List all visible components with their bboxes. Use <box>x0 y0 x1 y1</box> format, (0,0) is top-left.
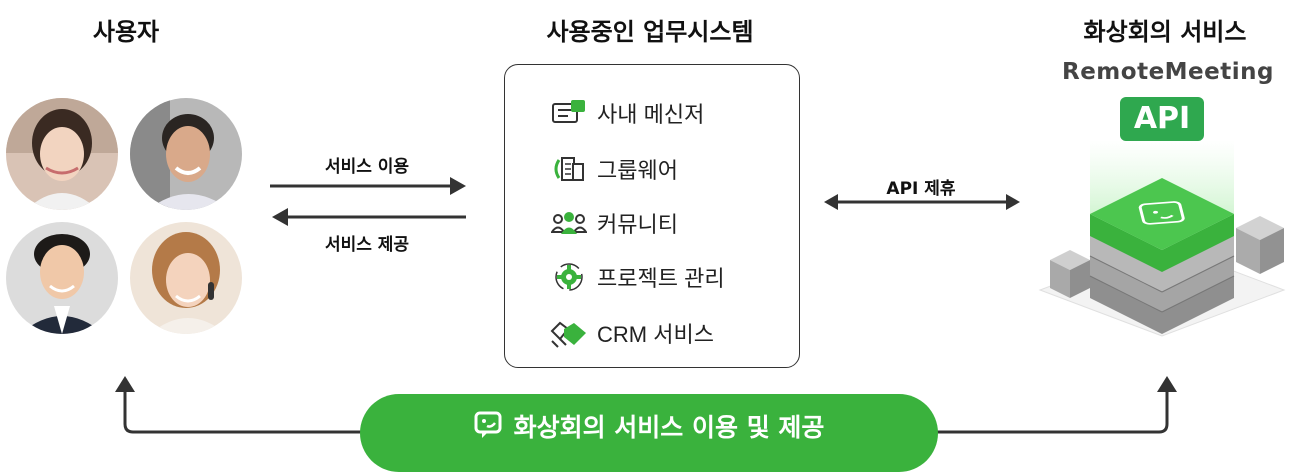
api-badge: API <box>1120 97 1204 141</box>
system-item-community: 커뮤니티 <box>549 203 678 243</box>
server-stack-illustration <box>1038 140 1286 337</box>
user-avatar-3 <box>6 222 118 334</box>
remotemeeting-logo: RemoteMeeting <box>1062 59 1274 85</box>
user-avatar-4 <box>130 222 242 334</box>
service-use-label: 서비스 이용 <box>324 157 410 177</box>
system-label: 사내 메신저 <box>597 102 705 127</box>
service-provide-label: 서비스 제공 <box>324 235 410 255</box>
system-item-project: 프로젝트 관리 <box>549 257 725 297</box>
handshake-icon <box>549 316 589 350</box>
system-label: CRM 서비스 <box>597 322 714 347</box>
business-systems-box: 사내 메신저 그룹웨어 커뮤니티 프로젝트 관리 CRM <box>504 64 800 368</box>
user-avatar-2 <box>130 98 242 210</box>
system-label: 프로젝트 관리 <box>597 266 725 291</box>
system-label: 커뮤니티 <box>597 212 678 237</box>
project-gear-icon <box>549 260 589 294</box>
api-partnership-label: API 제휴 <box>886 179 956 199</box>
api-partnership-arrow <box>824 194 1020 210</box>
community-icon <box>549 206 589 240</box>
systems-heading: 사용중인 업무시스템 <box>546 18 754 46</box>
service-heading: 화상회의 서비스 <box>1083 18 1247 46</box>
system-label: 그룹웨어 <box>597 158 678 183</box>
system-item-crm: CRM 서비스 <box>549 313 714 353</box>
service-use-arrow <box>270 177 466 195</box>
groupware-icon <box>549 152 589 186</box>
system-item-messenger: 사내 메신저 <box>549 93 704 133</box>
bottom-banner-label: 화상회의 서비스 이용 및 제공 <box>513 413 825 442</box>
bottom-banner: 화상회의 서비스 이용 및 제공 <box>360 394 938 472</box>
system-item-groupware: 그룹웨어 <box>549 149 678 189</box>
messenger-icon <box>549 96 589 130</box>
service-provide-arrow <box>272 208 466 226</box>
chat-bubble-icon <box>474 410 504 444</box>
users-heading: 사용자 <box>92 18 160 46</box>
user-avatar-1 <box>6 98 118 210</box>
